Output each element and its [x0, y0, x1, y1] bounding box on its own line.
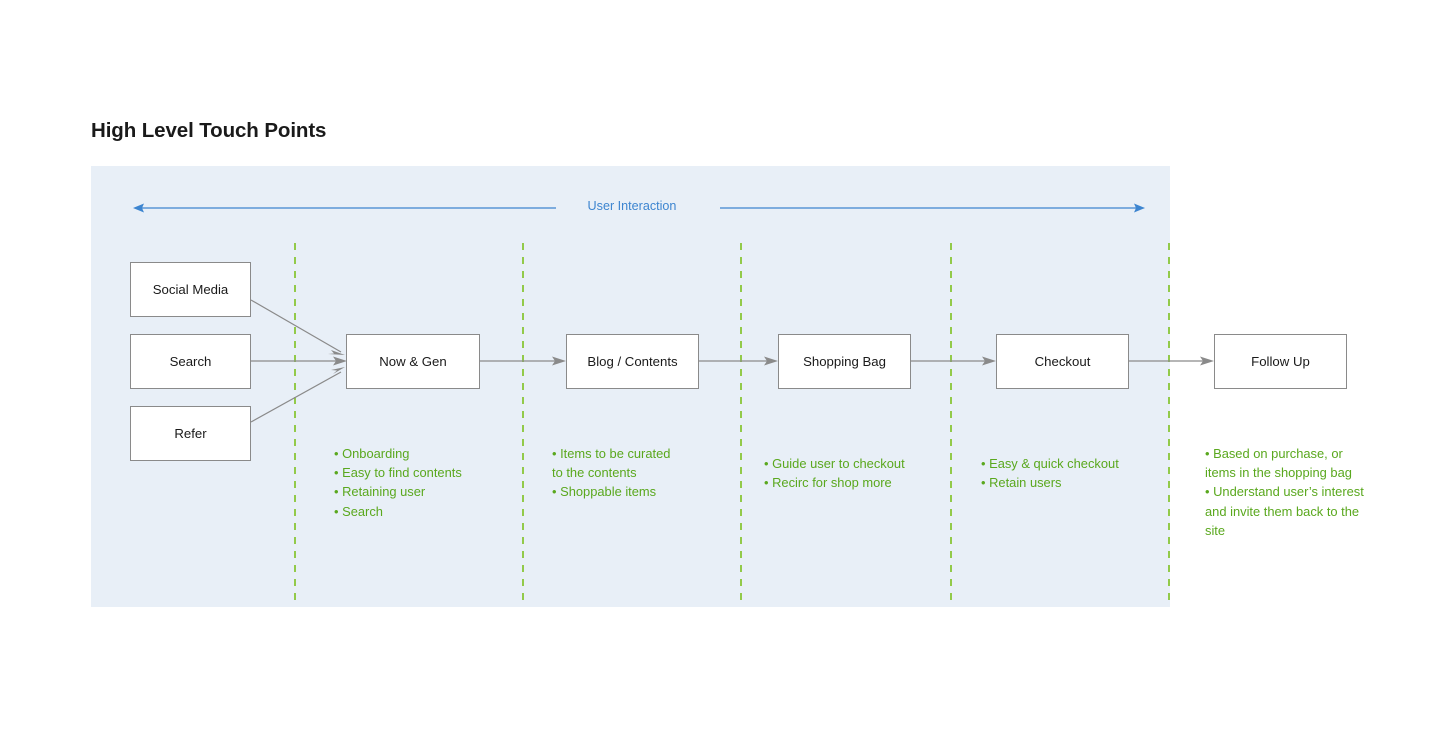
user-interaction-label: User Interaction — [587, 199, 677, 213]
bullet-item: • Items to be curated — [552, 446, 671, 461]
node-label: Search — [169, 354, 212, 369]
node-refer[interactable]: Refer — [130, 406, 251, 461]
bullet-item: • Recirc for shop more — [764, 475, 892, 491]
node-label: Refer — [174, 426, 207, 441]
node-label: Social Media — [152, 282, 229, 297]
bullet-item: • Understand user’s interest and invite … — [1205, 484, 1364, 538]
bullet-item: • Guide user to checkout — [764, 456, 905, 471]
node-label: Shopping Bag — [803, 354, 886, 369]
bullet-item: • Based on purchase, or items in the sho… — [1205, 446, 1352, 481]
node-checkout[interactable]: Checkout — [996, 334, 1129, 389]
bullet-item: • Easy to find contents — [334, 465, 462, 481]
node-label: Checkout — [1034, 354, 1091, 369]
bullets-shopping-bag: • Guide user to checkout • Recirc for sh… — [764, 454, 964, 492]
node-search[interactable]: Search — [130, 334, 251, 389]
node-social-media[interactable]: Social Media — [130, 262, 251, 317]
bullets-checkout: • Easy & quick checkout • Retain users — [981, 454, 1181, 492]
bullet-item: to the contents — [552, 465, 637, 481]
node-shopping-bag[interactable]: Shopping Bag — [778, 334, 911, 389]
bullet-item: • Shoppable items — [552, 484, 657, 500]
node-label: Blog / Contents — [587, 354, 678, 369]
node-label: Follow Up — [1251, 354, 1310, 369]
bullet-item: • Easy & quick checkout — [981, 456, 1119, 471]
node-follow-up[interactable]: Follow Up — [1214, 334, 1347, 389]
node-blog-contents[interactable]: Blog / Contents — [566, 334, 699, 389]
bullets-blog-contents: • Items to be curated to the contents • … — [552, 444, 742, 502]
bullets-now-and-gen: • Onboarding • Easy to find contents • R… — [334, 444, 534, 521]
bullets-follow-up: • Based on purchase, or items in the sho… — [1205, 444, 1365, 540]
page-title: High Level Touch Points — [91, 119, 327, 142]
bullet-item: • Retain users — [981, 475, 1062, 491]
bullet-item: • Search — [334, 503, 383, 519]
node-label: Now & Gen — [379, 354, 447, 369]
bullet-item: • Retaining user — [334, 484, 426, 500]
bullet-item: • Onboarding — [334, 446, 410, 461]
node-now-and-gen[interactable]: Now & Gen — [346, 334, 480, 389]
